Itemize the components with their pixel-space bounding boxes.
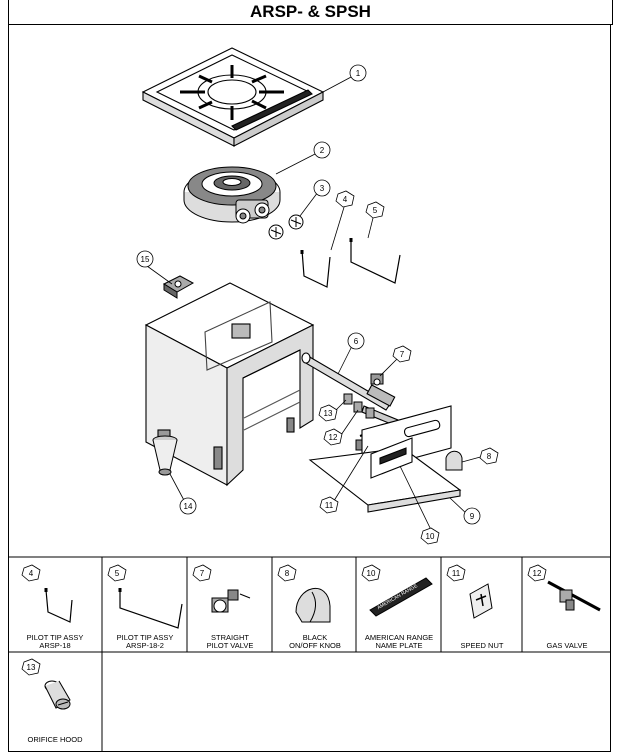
legend-gasvalve-drawing <box>547 580 601 612</box>
callout-15: 15 <box>141 255 150 264</box>
callout-5: 5 <box>373 206 378 215</box>
legend-tag-numbers: 4 5 7 8 10 11 12 13 <box>27 569 542 672</box>
legend-nameplate-drawing: AMERICAN RANGE <box>369 577 433 617</box>
callout-12: 12 <box>329 433 338 442</box>
legend-tag-5: 5 <box>115 569 120 578</box>
knob-part <box>445 450 463 471</box>
grate-part <box>141 47 325 147</box>
callout-3: 3 <box>320 184 325 193</box>
legend-speednut-drawing <box>469 583 493 619</box>
legend-label-13: ORIFICE HOOD <box>27 735 83 744</box>
pilot-tip-parts <box>300 238 401 288</box>
legend-tag-8: 8 <box>285 569 290 578</box>
legend-tag-4: 4 <box>29 569 34 578</box>
callout-1: 1 <box>356 69 361 78</box>
legend-grid <box>9 556 611 752</box>
callout-7: 7 <box>400 350 405 359</box>
callout-14: 14 <box>184 502 193 511</box>
callout-numbers: 1 2 3 4 5 6 7 8 9 10 11 12 13 14 15 <box>141 69 492 541</box>
legend-drawings <box>44 588 183 629</box>
legend-tag-7: 7 <box>200 569 205 578</box>
burner-part <box>183 166 281 224</box>
legend-tag-12: 12 <box>533 569 542 578</box>
legend-tags <box>21 564 547 676</box>
legend-label-11: SPEED NUT <box>460 641 504 650</box>
legend-tag-13: 13 <box>27 663 36 672</box>
diagram-frame <box>8 24 611 752</box>
callout-2: 2 <box>320 146 325 155</box>
callout-10: 10 <box>426 532 435 541</box>
callout-11: 11 <box>325 501 334 510</box>
callout-6: 6 <box>354 337 359 346</box>
page-title: ARSP- & SPSH <box>8 0 613 25</box>
callout-13: 13 <box>324 409 333 418</box>
legend-tag-10: 10 <box>367 569 376 578</box>
bracket-part <box>162 275 195 299</box>
callout-4: 4 <box>343 195 348 204</box>
leg-part <box>152 435 178 476</box>
legend-valve-drawing <box>211 589 251 613</box>
legend-orifice-drawing <box>44 680 71 710</box>
pilot-valve-part <box>370 373 384 386</box>
legend-tag-11: 11 <box>452 569 461 578</box>
legend-knob-drawing <box>295 588 331 623</box>
callout-8: 8 <box>487 452 492 461</box>
front-panel-part <box>308 405 462 513</box>
shutter-part <box>268 214 304 240</box>
legend-label-12: GAS VALVE <box>546 641 588 650</box>
callout-9: 9 <box>470 512 475 521</box>
cabinet-part <box>144 282 315 487</box>
svg-text:AMERICAN RANGE: AMERICAN RANGE <box>376 583 419 611</box>
callout-bubbles <box>136 64 499 545</box>
